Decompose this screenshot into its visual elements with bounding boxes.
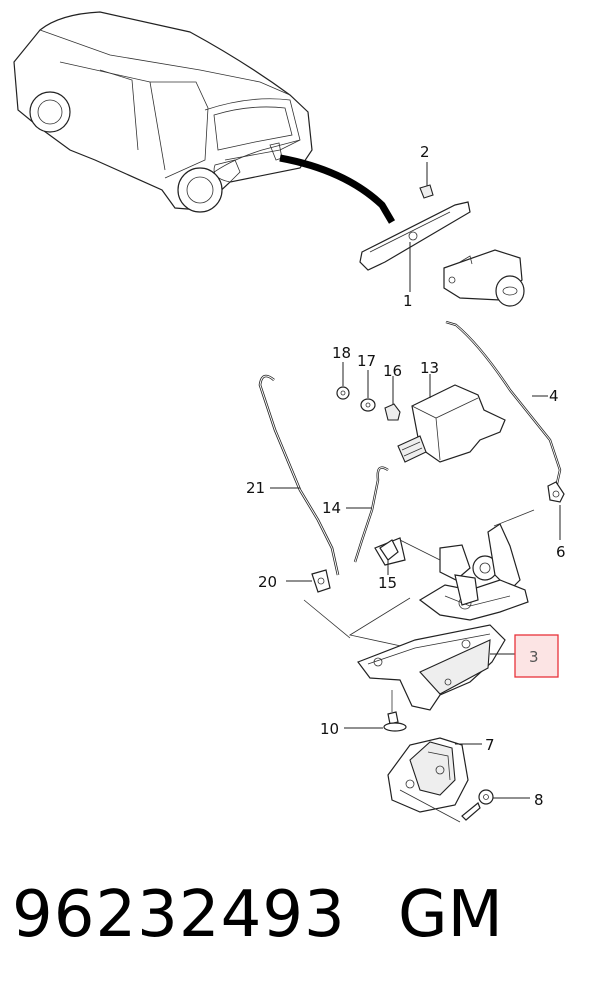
part-15-clip xyxy=(379,539,399,561)
callout-14: 14 xyxy=(322,499,341,517)
part-3-latch xyxy=(357,624,506,711)
part-18-nut xyxy=(336,386,350,400)
part-13-actuator xyxy=(397,384,506,463)
highlight-box xyxy=(514,634,559,678)
callout-13: 13 xyxy=(420,359,439,377)
part-10-bolt xyxy=(383,711,407,732)
part-17-washer xyxy=(360,398,376,412)
part-6-clip xyxy=(547,481,565,503)
callout-1: 1 xyxy=(403,292,413,310)
callout-3: 3 xyxy=(529,648,539,666)
callout-17: 17 xyxy=(357,352,376,370)
callout-20: 20 xyxy=(258,573,277,591)
part-1-handle xyxy=(359,201,471,271)
callout-7: 7 xyxy=(485,736,495,754)
callout-15: 15 xyxy=(378,574,397,592)
part-20-clip xyxy=(311,569,331,593)
car-illustration xyxy=(13,11,313,213)
part-8-screw xyxy=(461,789,494,821)
car-pointer-line xyxy=(279,154,396,224)
lock-cylinder xyxy=(443,249,525,307)
parts-diagram: 2 1 4 18 17 16 13 21 14 6 15 20 3 10 7 8 xyxy=(13,11,566,823)
part-16-grommet xyxy=(384,403,401,421)
brand-label: GM xyxy=(398,878,503,952)
part-2-clip xyxy=(419,184,434,199)
part-21-rod xyxy=(258,374,340,576)
callout-6: 6 xyxy=(556,543,566,561)
callout-18: 18 xyxy=(332,344,351,362)
callout-2: 2 xyxy=(420,143,430,161)
callout-16: 16 xyxy=(383,362,402,380)
callout-10: 10 xyxy=(320,720,339,738)
callout-4: 4 xyxy=(549,387,559,405)
part-number: 96232493 xyxy=(12,878,346,952)
part-7-striker xyxy=(387,737,469,813)
callout-21: 21 xyxy=(246,479,265,497)
callout-8: 8 xyxy=(534,791,544,809)
